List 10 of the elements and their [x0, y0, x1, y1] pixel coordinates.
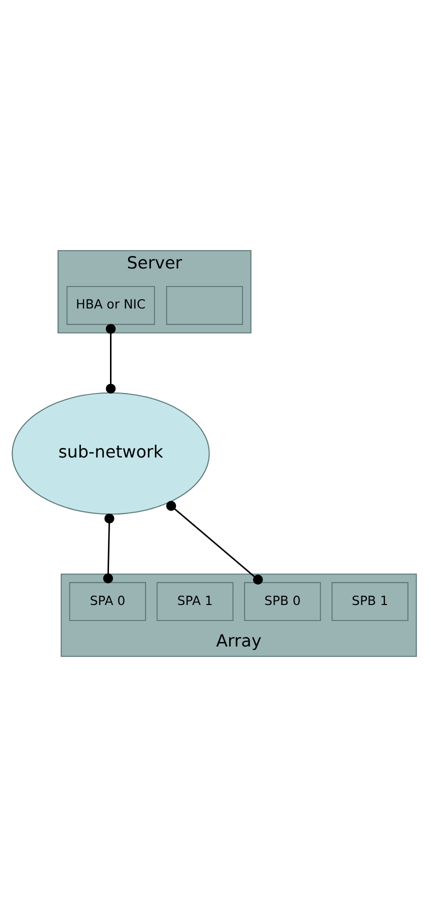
- node-box: SPB 1: [332, 582, 408, 622]
- connector: [106, 324, 116, 394]
- node-box: HBA or NIC: [66, 286, 155, 325]
- node-box: SPA 1: [156, 582, 234, 622]
- connector: [103, 514, 114, 584]
- node-box: [166, 286, 243, 325]
- node-box: SPA 0: [69, 582, 146, 622]
- connector: [166, 500, 263, 585]
- node-ellipse: sub-network: [12, 392, 210, 515]
- node-box: SPB 0: [244, 582, 321, 622]
